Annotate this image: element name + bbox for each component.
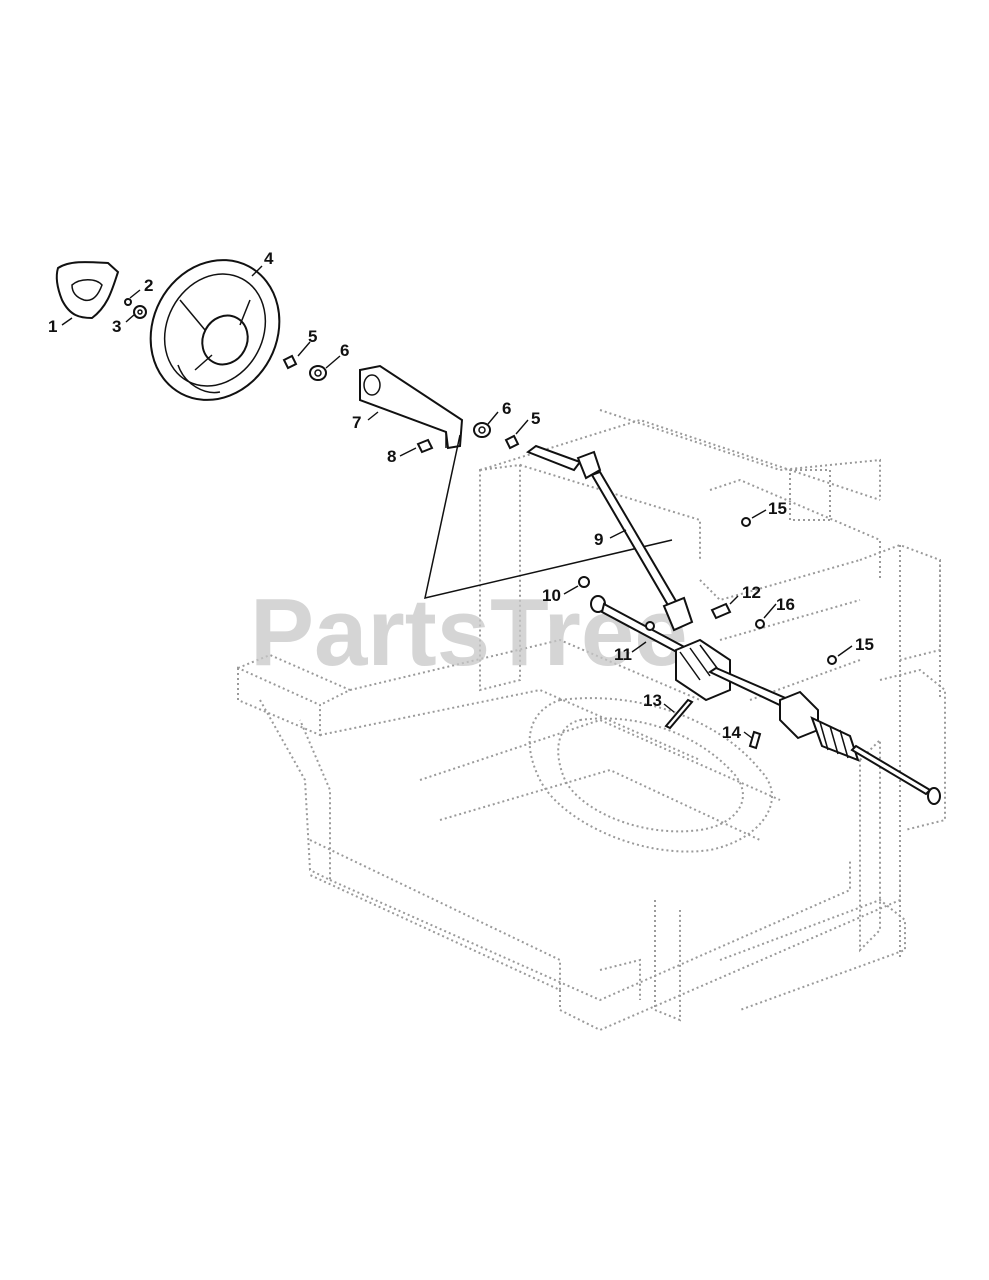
rack-mount-bolt-short — [748, 730, 762, 750]
callout-5-upper: 5 — [308, 327, 317, 346]
callout-13: 13 — [643, 691, 662, 710]
callout-5-lower: 5 — [531, 409, 540, 428]
callout-3: 3 — [112, 317, 121, 336]
callout-15-upper: 15 — [768, 499, 787, 518]
callout-9: 9 — [594, 530, 603, 549]
steering-rack — [675, 638, 941, 805]
callout-6-lower: 6 — [502, 399, 511, 418]
callout-6-upper: 6 — [340, 341, 349, 360]
callout-labels: 1 2 3 4 5 6 7 8 6 5 9 10 11 12 13 14 15 … — [48, 249, 874, 742]
lower-bushing-and-nut — [473, 422, 520, 450]
callout-15-lower: 15 — [855, 635, 874, 654]
parts-tree-watermark: PartsTree — [250, 579, 688, 686]
frame-nuts — [741, 517, 837, 665]
callout-11: 11 — [614, 645, 632, 664]
bracket-bolt — [416, 438, 434, 454]
upper-bushing-and-nut — [282, 354, 327, 381]
assembly-reference-line — [424, 434, 673, 600]
callout-2: 2 — [144, 276, 153, 295]
chassis-frame — [237, 409, 946, 1032]
callout-10: 10 — [542, 586, 561, 605]
callout-8: 8 — [387, 447, 396, 466]
steering-column-bracket — [359, 364, 464, 450]
callout-4: 4 — [264, 249, 274, 268]
callout-leaders — [61, 265, 853, 739]
steering-shaft — [525, 444, 694, 632]
callout-12: 12 — [742, 583, 761, 602]
callout-14: 14 — [722, 723, 741, 742]
steering-wheel — [149, 259, 281, 401]
horn-cap — [55, 261, 120, 320]
rack-mount-bolt-long — [664, 698, 694, 730]
callout-1: 1 — [48, 317, 57, 336]
rack-bolt-and-nut — [710, 602, 765, 629]
callout-7: 7 — [352, 413, 361, 432]
screw-and-washer — [124, 298, 147, 319]
callout-16: 16 — [776, 595, 795, 614]
